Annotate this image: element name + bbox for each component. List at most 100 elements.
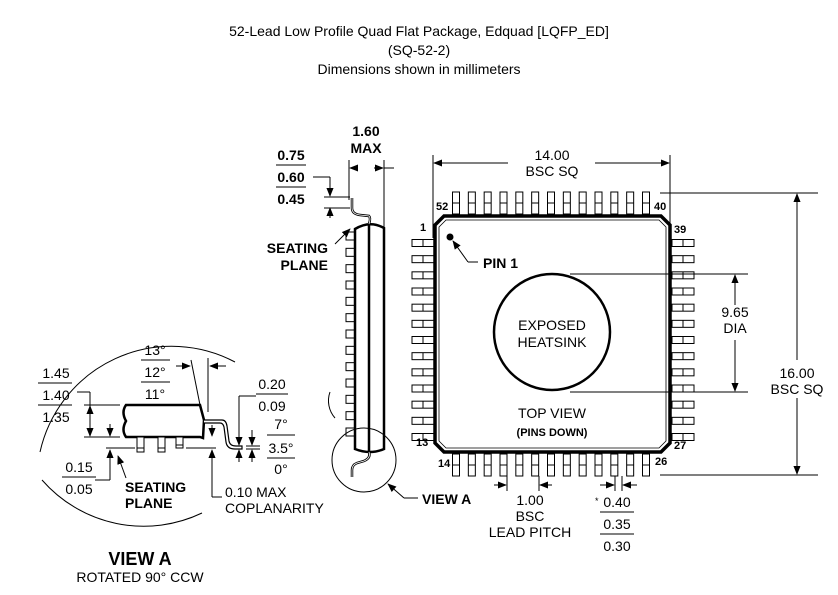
lead <box>671 368 695 377</box>
lead <box>671 384 695 393</box>
package-height-note: MAX <box>350 140 382 156</box>
pin-number-27: 27 <box>674 440 686 452</box>
lead <box>626 191 635 215</box>
package-title: 52-Lead Low Profile Quad Flat Package, E… <box>229 23 609 39</box>
lead <box>671 336 695 344</box>
lead <box>411 368 435 377</box>
lead-width-min: 0.30 <box>603 538 630 554</box>
lead-thickness-min: 0.09 <box>258 398 285 414</box>
pin-number-39: 39 <box>674 224 686 236</box>
foot-length-nom: 0.60 <box>277 169 304 185</box>
lead <box>467 453 476 477</box>
lead <box>578 453 587 477</box>
view-a-seating-plane-line1: SEATING <box>125 479 186 495</box>
pin1-label: PIN 1 <box>483 255 518 271</box>
lead-width-max: 0.40 <box>603 494 630 510</box>
lead <box>411 319 435 328</box>
lead <box>626 453 635 477</box>
pin-number-1: 1 <box>420 222 426 234</box>
lead <box>671 287 695 296</box>
lead <box>671 319 695 328</box>
lead-width-nom: 0.35 <box>603 516 630 532</box>
view-a-pin <box>175 436 184 449</box>
pin-number-14: 14 <box>438 458 451 470</box>
lead-pitch-value: 1.00 <box>516 492 543 508</box>
draft-angle-max: 13° <box>144 342 165 358</box>
lead-width-asterisk: * <box>595 496 599 506</box>
lead <box>411 336 435 344</box>
lead <box>452 191 460 215</box>
lead <box>531 191 540 215</box>
lead-pitch-dimension: 1.00 BSC LEAD PITCH <box>489 476 571 540</box>
package-body-outline <box>433 214 672 454</box>
foot-angle-nom: 3.5° <box>268 440 293 456</box>
pin-number-13: 13 <box>416 437 428 449</box>
units-note: Dimensions shown in millimeters <box>317 61 521 77</box>
lead-width-dimension: * 0.40 0.35 0.30 <box>595 476 637 554</box>
pins-down-label: (PINS DOWN) <box>517 427 588 439</box>
draft-angle-min: 11° <box>145 386 165 402</box>
lead <box>515 453 524 477</box>
standoff-dimension: 0.15 0.05 <box>62 447 135 497</box>
body-thickness-min: 1.35 <box>42 409 69 425</box>
heatsink-label-line1: EXPOSED <box>518 317 586 333</box>
coplanarity-value: 0.10 MAX <box>225 484 287 500</box>
leads-bottom-row <box>452 453 650 477</box>
lead <box>467 191 476 215</box>
lead <box>671 400 695 409</box>
body-thickness-nom: 1.40 <box>42 387 69 403</box>
lead <box>671 255 695 264</box>
lead <box>642 191 650 215</box>
lead <box>547 453 555 477</box>
leads-top-row <box>452 191 650 215</box>
lead <box>642 453 650 477</box>
lead <box>671 303 695 312</box>
view-a-callout: VIEW A <box>387 483 471 507</box>
view-a-body <box>122 403 206 440</box>
coplanarity-dimension: 0.10 MAX COPLANARITY <box>186 425 324 516</box>
package-code: (SQ-52-2) <box>387 42 451 58</box>
lead <box>531 453 540 477</box>
view-a-detail-circle <box>331 427 397 493</box>
view-a-detail: 1.45 1.40 1.35 13° 12° 11° <box>38 342 336 585</box>
lead <box>594 191 603 215</box>
lead <box>411 384 435 393</box>
lead <box>411 239 435 247</box>
lead-pitch-note: BSC <box>516 508 545 524</box>
heatsink-diameter-value: 9.65 <box>721 304 748 320</box>
lead <box>411 416 435 425</box>
lead <box>411 400 435 409</box>
lead <box>562 191 571 215</box>
draft-angle-dimension: 13° 12° 11° <box>141 342 226 412</box>
lead <box>562 453 571 477</box>
exposed-heatsink-circle <box>492 272 612 392</box>
body-width-value: 14.00 <box>534 147 569 163</box>
top-view-label: TOP VIEW <box>518 405 587 421</box>
lead <box>671 271 695 280</box>
lead <box>499 453 508 477</box>
body-thickness-dimension: 1.45 1.40 1.35 <box>38 365 120 438</box>
pin1-marker-dot <box>446 233 454 241</box>
leads-right-column <box>671 239 695 441</box>
heatsink-label-line2: HEATSINK <box>518 334 588 350</box>
overall-width-value: 16.00 <box>779 365 814 381</box>
heatsink-diameter-note: DIA <box>723 320 747 336</box>
foot-length-max: 0.75 <box>277 147 304 163</box>
lead-pitch-caption: LEAD PITCH <box>489 524 571 540</box>
lead <box>483 191 492 215</box>
lead <box>578 191 587 215</box>
foot-angle-max: 7° <box>274 416 287 432</box>
view-a-title: VIEW A <box>108 549 171 569</box>
view-a-gull-wing-lead <box>204 419 243 450</box>
lead <box>411 255 435 264</box>
lead <box>671 433 695 441</box>
lead <box>515 191 524 215</box>
overall-width-note: BSC SQ <box>771 381 824 397</box>
package-body-inner-outline <box>438 219 667 449</box>
view-a-pin <box>136 436 145 453</box>
lead <box>411 303 435 312</box>
lead <box>671 239 695 247</box>
body-width-note: BSC SQ <box>526 163 579 179</box>
drawing-title-block: 52-Lead Low Profile Quad Flat Package, E… <box>0 22 838 79</box>
view-a-subtitle: ROTATED 90° CCW <box>76 569 204 585</box>
